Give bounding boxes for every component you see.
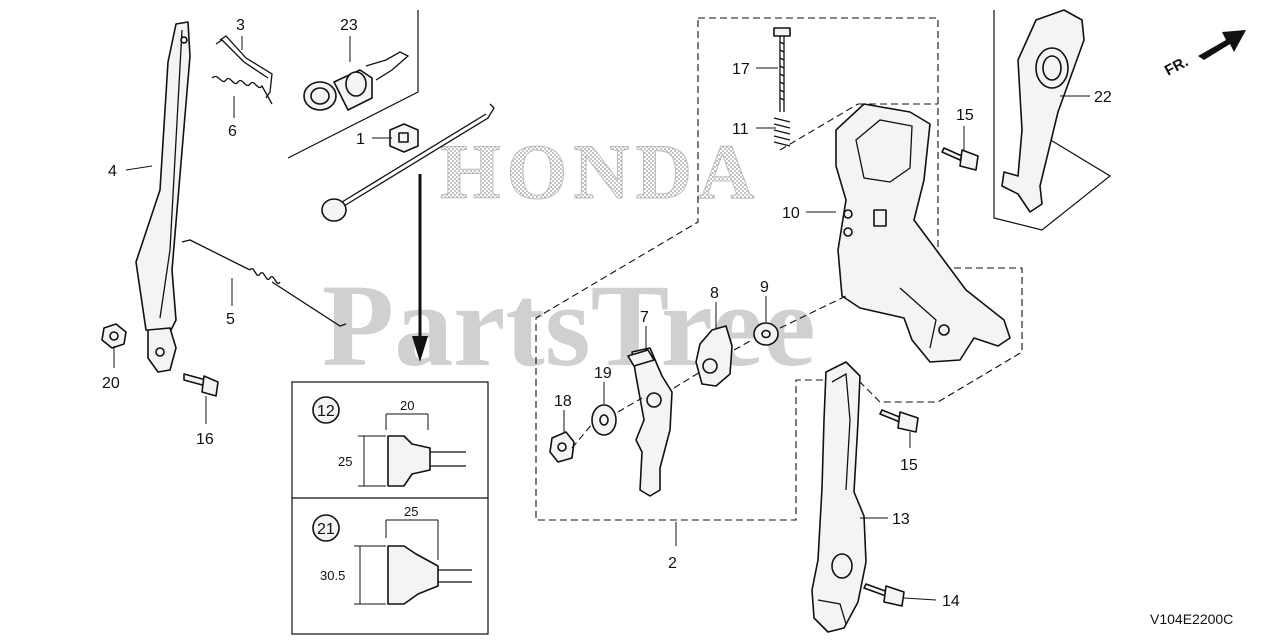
callout-7: 7 xyxy=(640,309,649,326)
callout-1: 1 xyxy=(356,131,365,148)
callout-15-upper: 15 xyxy=(956,107,974,124)
callout-18: 18 xyxy=(554,393,572,410)
callout-22: 22 xyxy=(1094,89,1112,106)
part-5-rod-spring[interactable] xyxy=(181,239,347,327)
detail-21-height: 30.5 xyxy=(320,568,345,583)
detail-21-width: 25 xyxy=(404,504,418,519)
callout-13: 13 xyxy=(892,511,910,528)
callout-19: 19 xyxy=(594,365,612,382)
partstree-watermark: PartsTree xyxy=(322,260,816,391)
detail-boxes xyxy=(291,381,489,635)
inset-frame-top xyxy=(287,10,419,159)
part-19-washer[interactable] xyxy=(591,404,617,436)
callout-2: 2 xyxy=(668,555,677,572)
diagram-code: V104E2200C xyxy=(1150,611,1233,627)
callout-11: 11 xyxy=(732,121,749,138)
callout-16: 16 xyxy=(196,431,214,448)
direction-arrow-down xyxy=(412,174,428,362)
part-9-washer[interactable] xyxy=(753,322,779,346)
callout-9: 9 xyxy=(760,279,769,296)
callout-5: 5 xyxy=(226,311,235,328)
part-18-nut[interactable] xyxy=(549,431,575,463)
part-17-bolt[interactable] xyxy=(773,27,791,112)
callout-8: 8 xyxy=(710,285,719,302)
part-8-bushing[interactable] xyxy=(695,325,733,387)
assembly-axis xyxy=(571,295,847,449)
front-indicator-label: FR. xyxy=(1162,53,1191,79)
part-15-bolt-lower[interactable] xyxy=(879,409,919,433)
part-23-knob-assembly[interactable] xyxy=(303,51,410,111)
callout-14: 14 xyxy=(942,593,960,610)
callout-23: 23 xyxy=(340,17,358,34)
detail-12-width: 20 xyxy=(400,398,414,413)
part-22-bracket[interactable] xyxy=(1001,9,1085,213)
callout-15-lower: 15 xyxy=(900,457,918,474)
part-20-nut[interactable] xyxy=(101,323,127,349)
part-10-bracket[interactable] xyxy=(835,103,1011,363)
part-13-cover[interactable] xyxy=(811,361,867,633)
choke-cable[interactable] xyxy=(321,103,495,222)
detail-12-height: 25 xyxy=(338,454,352,469)
part-4-control-rod[interactable] xyxy=(135,21,191,373)
assembly-frame-part-2 xyxy=(535,17,1023,521)
leader-lines xyxy=(113,36,1090,601)
part-11-spring[interactable] xyxy=(773,117,791,147)
part-16-bolt[interactable] xyxy=(183,373,219,397)
callout-20: 20 xyxy=(102,375,120,392)
part-14-bolt[interactable] xyxy=(863,583,905,607)
part-7-lever[interactable] xyxy=(627,347,673,497)
part-3-link-spring[interactable] xyxy=(215,35,273,99)
honda-watermark: HONDA xyxy=(440,128,760,215)
callout-6: 6 xyxy=(228,123,237,140)
callout-4: 4 xyxy=(108,163,117,180)
part-6-spring[interactable] xyxy=(211,75,273,105)
front-direction-indicator: FR. xyxy=(1162,30,1246,80)
callout-17: 17 xyxy=(732,61,750,78)
detail-part-12-label: 12 xyxy=(317,403,335,420)
part-15-bolt-upper[interactable] xyxy=(941,147,979,171)
callout-10: 10 xyxy=(782,205,800,222)
part-1-cable-clip[interactable] xyxy=(389,123,419,153)
detail-part-21-label: 21 xyxy=(317,521,335,538)
inset-frame-22 xyxy=(993,10,1112,231)
callout-3: 3 xyxy=(236,17,245,34)
